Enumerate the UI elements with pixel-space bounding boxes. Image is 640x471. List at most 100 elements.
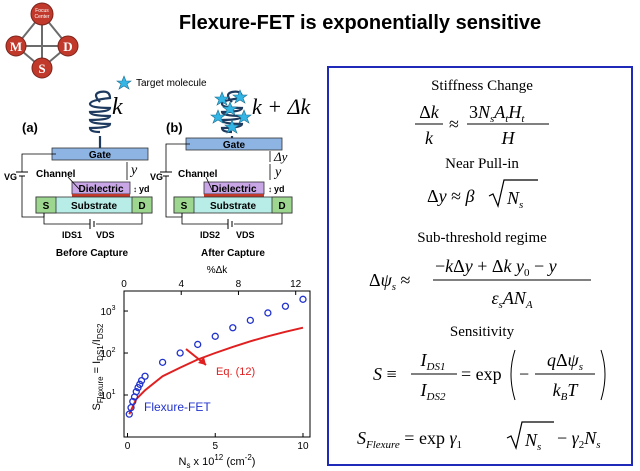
subthreshold-equation: Δψs ≈ −kΔy + Δk y0 − y εsANA [369,256,591,311]
x-tick-label: 10 [297,441,309,452]
device-a: Gate y Dielectric ↕ yd S D Substrate Cha… [4,147,153,259]
flexure-fet-point [246,316,254,324]
svg-text:Substrate: Substrate [210,201,257,212]
flexure-fet-point [132,388,140,396]
chart-marks [125,295,307,418]
svg-text:k: k [425,128,434,148]
svg-text:VDS: VDS [236,230,255,240]
flexure-fet-point [136,380,144,388]
flexure-sensitivity-equation: SFlexure = exp γ1 Ns − γ2Ns [357,421,601,453]
svg-text:= exp: = exp [461,364,502,384]
before-capture-label: Before Capture [56,248,129,259]
svg-text:− γ2Ns: − γ2Ns [557,428,601,451]
svg-text:S ≡: S ≡ [373,364,397,384]
plot-frame [123,290,311,438]
svg-text:IDS1: IDS1 [420,350,446,373]
top-tick-label: 8 [236,279,242,290]
spring-a [88,90,112,148]
flexure-fet-point [281,302,290,310]
panel-b-label: (b) [166,120,183,135]
svg-text:D: D [63,39,72,54]
sensitivity-equation: S ≡ IDS1 IDS2 = exp − qΔψs kBT [373,349,606,403]
svg-text:VDS: VDS [96,230,115,240]
flexure-fet-point [137,376,146,385]
svg-text:−kΔy + Δk y0 − y: −kΔy + Δk y0 − y [435,256,557,279]
pullin-heading: Near Pull-in [445,156,519,172]
k-plus-dk-label: k + Δk [252,94,312,119]
svg-text:Δk: Δk [419,102,440,122]
y-axis-label: SFlexure = IDS1/IDS2 [91,323,105,410]
svg-text:Dielectric: Dielectric [211,184,256,195]
svg-text:M: M [10,39,22,54]
eq12-series-line [128,326,304,415]
captured-molecules [210,89,252,134]
svg-text:y: y [273,165,282,180]
eq12-arrowhead [198,357,206,365]
svg-text:H: H [501,128,516,148]
svg-text:Gate: Gate [223,140,246,151]
svg-text:Center: Center [34,14,49,20]
top-tick-label: 12 [290,279,302,290]
flexure-fet-point [264,309,272,317]
equation-panel: Stiffness Change Δk k ≈ 3NsAtHt H Near P… [327,66,633,466]
svg-text:Channel: Channel [178,169,218,180]
target-molecule-star-icon [116,75,132,90]
flexure-fet-point [158,358,167,366]
target-molecule-label: Target molecule [136,78,207,89]
svg-text:S: S [43,201,50,212]
top-axis-label: %Δk [207,265,229,276]
x-tick-label: 5 [212,441,218,452]
flexure-fet-annotation: Flexure-FET [144,400,211,414]
top-tick-label: 4 [178,279,184,290]
flexure-fet-point [125,410,133,418]
svg-text:y: y [129,163,138,178]
svg-text:kBT: kBT [553,380,580,403]
svg-text:yd: yd [139,184,150,194]
flexure-fet-point [141,372,149,380]
pullin-equation: Δy ≈ β Ns [427,179,538,211]
svg-text:Δy: Δy [273,149,288,164]
svg-text:yd: yd [274,184,285,194]
svg-text:IDS2: IDS2 [420,380,446,403]
sensitivity-heading: Sensitivity [449,324,515,340]
y-tick-label: 103 [100,305,115,318]
flexure-fet-point [129,397,137,406]
top-tick-label: 0 [121,279,127,290]
slide-title: Flexure-FET is exponentially sensitive [178,12,542,34]
svg-text:3NsAtHt: 3NsAtHt [469,102,525,125]
svg-text:−: − [519,364,529,384]
k-label: k [112,94,123,120]
svg-text:Channel: Channel [36,169,76,180]
subthreshold-heading: Sub-threshold regime [417,230,547,246]
svg-text:Δψs ≈: Δψs ≈ [369,270,411,293]
flexure-fet-point [299,295,307,303]
svg-text:εsANA: εsANA [491,288,532,311]
stiffness-equation: Δk k ≈ 3NsAtHt H [415,102,549,148]
svg-text:IDS1: IDS1 [62,230,82,240]
device-diagram: Target molecule k k + Δk (a) (b) Gate y … [4,75,312,259]
svg-text:Dielectric: Dielectric [78,184,123,195]
svg-text:D: D [138,201,145,212]
svg-text:qΔψs: qΔψs [547,350,583,373]
svg-text:SFlexure = exp γ1: SFlexure = exp γ1 [357,428,462,451]
flexure-fet-point [229,324,237,332]
after-capture-label: After Capture [201,248,265,259]
svg-text:IDS2: IDS2 [200,230,220,240]
svg-text:Substrate: Substrate [71,201,118,212]
panel-a-label: (a) [22,120,38,135]
device-b: Gate Δy y Dielectric ↕ yd S D Substrate … [150,137,293,259]
svg-text:S: S [181,201,188,212]
svg-text:D: D [278,201,285,212]
svg-text:Ns: Ns [506,188,523,211]
focus-center-logo: Focus Center M D S [5,2,79,79]
svg-text:Δy ≈ β: Δy ≈ β [427,186,474,206]
eq12-annotation: Eq. (12) [216,366,255,378]
svg-text:↕: ↕ [268,185,272,194]
flexure-fet-point [176,349,184,357]
x-tick-label: 0 [125,441,131,452]
x-axis-label: Ns x 1012 (cm-2) [179,453,256,470]
flexure-fet-point [194,340,202,349]
svg-text:Ns: Ns [524,430,541,453]
svg-text:↕: ↕ [133,185,137,194]
